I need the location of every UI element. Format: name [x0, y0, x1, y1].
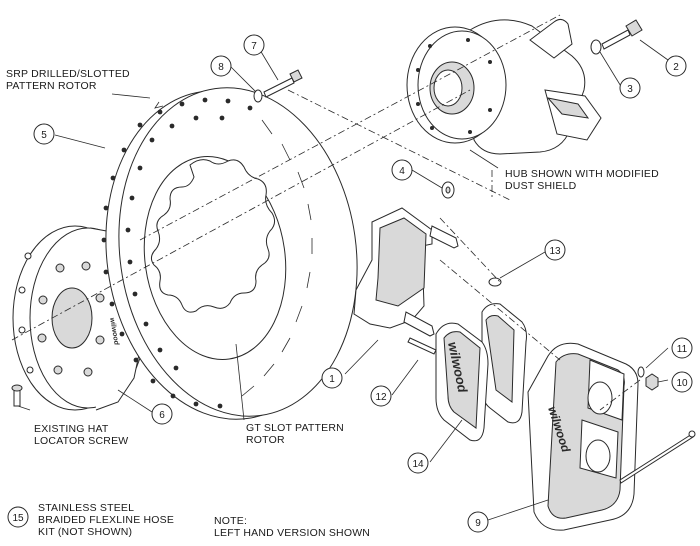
svg-text:7: 7: [251, 41, 257, 52]
svg-text:3: 3: [627, 84, 633, 95]
callout-12: 12: [370, 385, 392, 407]
callout-15: 15: [7, 506, 29, 528]
hat-locator-screw: [11, 384, 23, 407]
hose-kit-label: STAINLESS STEEL BRAIDED FLEXLINE HOSE KI…: [38, 502, 175, 538]
shim-washer: [488, 277, 502, 287]
svg-text:5: 5: [41, 130, 47, 141]
svg-text:2: 2: [673, 62, 679, 73]
callout-7: 7: [243, 34, 265, 56]
callout-11: 11: [671, 337, 693, 359]
svg-text:10: 10: [676, 378, 688, 389]
fitting-washer: [637, 366, 645, 378]
callout-1: 1: [321, 367, 343, 389]
callout-4: 4: [391, 159, 413, 181]
svg-text:6: 6: [159, 410, 165, 421]
callout-6: 6: [151, 403, 173, 425]
svg-text:1: 1: [329, 374, 335, 385]
hat-bolt-holes: [18, 252, 105, 377]
mounting-bolt: [601, 19, 643, 50]
svg-text:8: 8: [218, 62, 224, 73]
bracket-bolt-washer: [253, 89, 263, 103]
brake-pads: wilwood: [435, 303, 527, 442]
callout-14: 14: [407, 452, 429, 474]
caliper-mounting-bracket: [353, 207, 459, 337]
brake-rotor: [101, 87, 358, 420]
hat-screw-label: EXISTING HAT LOCATOR SCREW: [34, 423, 129, 447]
svg-text:11: 11: [677, 344, 688, 355]
svg-text:13: 13: [549, 246, 561, 257]
svg-text:15: 15: [12, 513, 24, 524]
leader-lines: [17, 39, 669, 521]
callout-3: 3: [619, 77, 641, 99]
rotor-slots: [241, 119, 313, 397]
svg-text:4: 4: [399, 166, 405, 177]
svg-text:9: 9: [475, 518, 481, 529]
callout-8: 8: [210, 55, 232, 77]
callout-2: 2: [665, 55, 687, 77]
svg-text:12: 12: [375, 392, 387, 403]
brake-caliper: wilwood: [527, 342, 639, 531]
callout-10: 10: [671, 371, 693, 393]
mounting-bolt-washer: [590, 39, 602, 55]
bracket-bolt-lower: [407, 337, 437, 355]
hub-label: HUB SHOWN WITH MODIFIED DUST SHIELD: [505, 168, 659, 192]
rotor-drill-holes: [101, 97, 253, 409]
callout-9: 9: [467, 511, 489, 533]
note-label: NOTE: LEFT HAND VERSION SHOWN: [214, 515, 371, 539]
bleed-screw-nut: [645, 373, 659, 391]
rotor-label: SRP DRILLED/SLOTTED PATTERN ROTOR: [6, 68, 130, 92]
caliper-bracket-bolt: [263, 69, 303, 98]
callout-13: 13: [544, 239, 566, 261]
gt-slot-label: GT SLOT PATTERN ROTOR: [246, 422, 344, 446]
hub-knuckle: [406, 18, 602, 155]
callout-5: 5: [33, 123, 55, 145]
svg-text:14: 14: [412, 459, 424, 470]
hat-brand-mark: wilwood: [108, 317, 120, 346]
